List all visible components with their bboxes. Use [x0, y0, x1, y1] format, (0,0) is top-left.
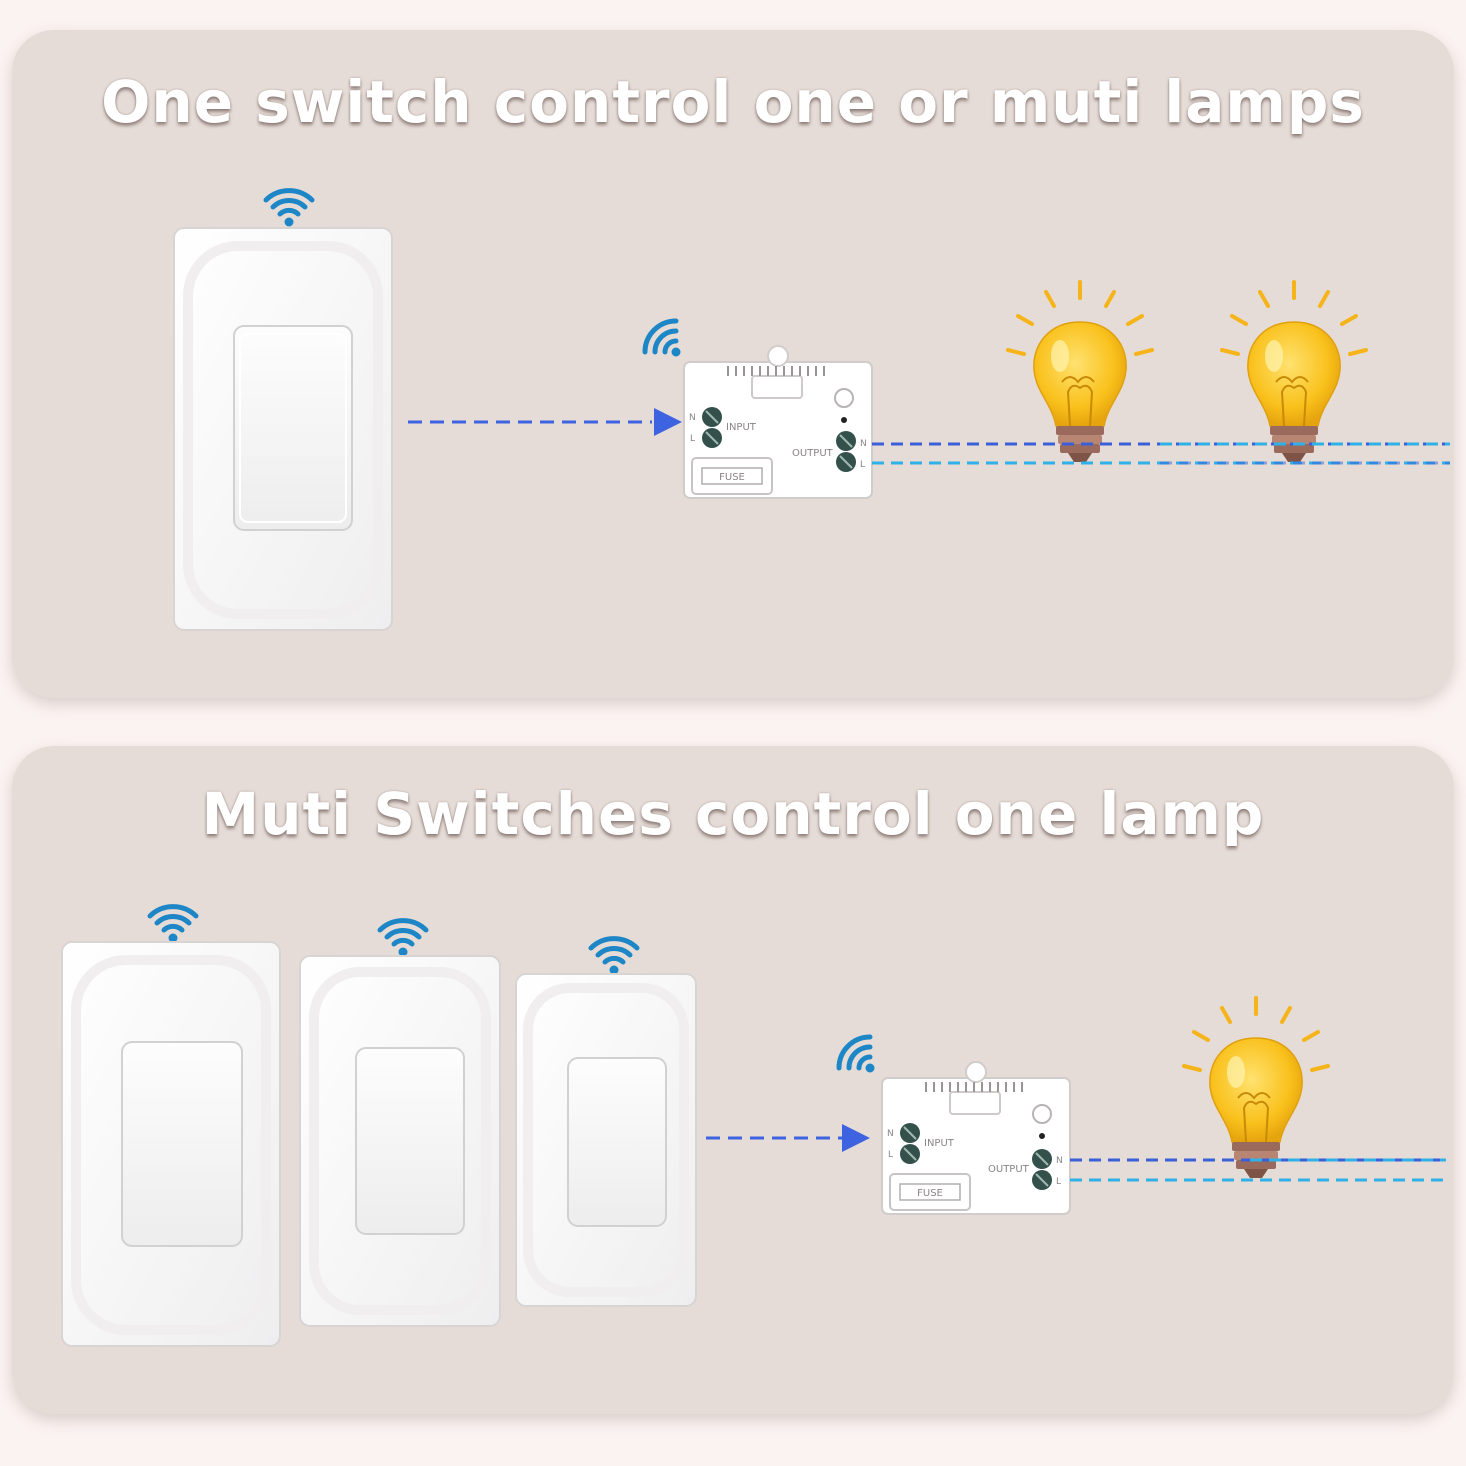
l-label: L — [1056, 1177, 1061, 1187]
wifi-icon — [839, 1037, 875, 1073]
wifi-icon — [645, 321, 681, 357]
wifi-icon — [591, 939, 637, 975]
l-label: L — [690, 434, 695, 444]
light-bulb-icon — [1006, 280, 1154, 464]
n-label: N — [689, 413, 696, 423]
l-label: L — [860, 460, 865, 470]
signal-arrow — [408, 408, 682, 436]
fuse-label: FUSE — [917, 1188, 943, 1199]
output-label: OUTPUT — [988, 1164, 1030, 1175]
panel-title: Muti Switches control one lamp — [201, 780, 1265, 848]
output-wires — [872, 442, 1450, 465]
wifi-icon — [380, 921, 426, 957]
panel-title: One switch control one or muti lamps — [101, 68, 1365, 136]
input-label: INPUT — [924, 1138, 955, 1149]
wifi-icon — [266, 191, 312, 227]
n-label: N — [860, 439, 867, 449]
relay-receiver: FUSE INPUT OUTPUT N L N L — [683, 345, 873, 499]
wall-switch — [61, 941, 281, 1347]
n-label: N — [887, 1129, 894, 1139]
relay-receiver: FUSE INPUT OUTPUT N L N L — [881, 1061, 1071, 1215]
light-bulb-icon — [1182, 996, 1330, 1180]
l-label: L — [888, 1150, 893, 1160]
wall-switch — [173, 227, 393, 631]
n-label: N — [1056, 1156, 1063, 1166]
output-wires — [1070, 1158, 1446, 1182]
wall-switch — [299, 955, 501, 1327]
input-label: INPUT — [726, 422, 757, 433]
light-bulb-icon — [1220, 280, 1368, 464]
fuse-label: FUSE — [719, 472, 745, 483]
wall-switch — [515, 973, 697, 1307]
output-label: OUTPUT — [792, 448, 834, 459]
wifi-icon — [150, 907, 196, 943]
signal-arrow — [706, 1124, 870, 1152]
